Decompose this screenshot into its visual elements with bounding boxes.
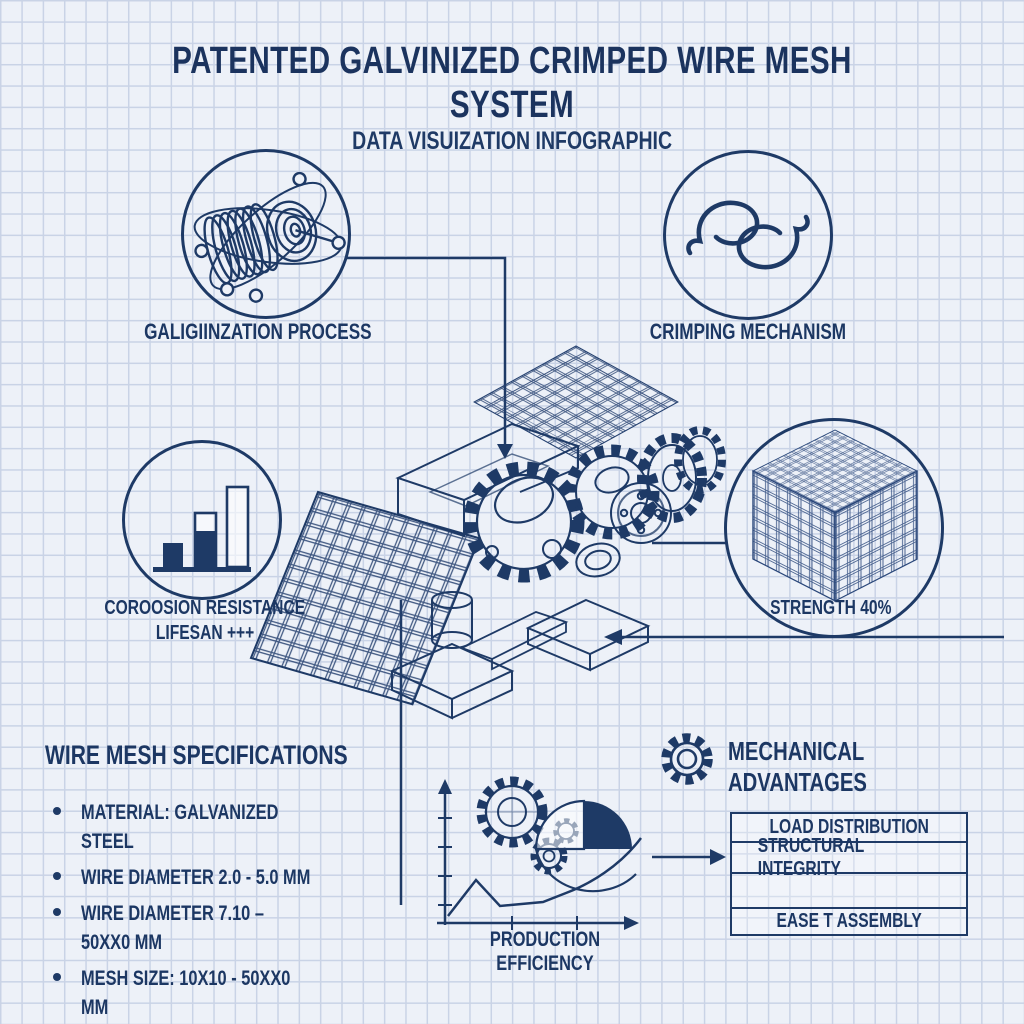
wire-coil-icon — [193, 171, 346, 303]
axis-ticks — [438, 817, 578, 930]
corrosion-node-label: COROOSION RESISTANCE LIFESAN +++ — [104, 597, 306, 644]
bullet-icon — [53, 871, 61, 880]
trend-line — [447, 837, 642, 917]
efficiency-label: PRODUCTION EFFICIENCY — [489, 928, 601, 975]
crimping-node-label: CRIMPING MECHANISM — [649, 319, 847, 344]
axis-arrow-right-icon — [624, 916, 639, 930]
strength-node-label: STRENGTH 40% — [770, 597, 892, 619]
specifications-section: WIRE MESH SPECIFICATIONS MATERIAL: GALVA… — [45, 740, 433, 1024]
galvanization-node-circle — [181, 149, 351, 319]
page-subtitle: DATA VISUIZATION INFOGRAPHIC — [352, 127, 672, 156]
advantages-heading: MECHANICAL ADVANTAGES — [728, 736, 867, 797]
page-title: PATENTED GALVINIZED CRIMPED WIRE MESH SY… — [172, 40, 852, 126]
advantage-row: STRUCTURAL INTEGRITY — [732, 835, 966, 880]
connector-galvanization-to-mesh — [347, 256, 507, 446]
advantages-table: LOAD DISTRIBUTION STRUCTURAL INTEGRITY E… — [730, 812, 968, 936]
top-mesh-sheet — [473, 345, 679, 459]
bullet-icon — [53, 907, 61, 916]
main-gear-icon — [463, 461, 585, 583]
arrow-right-icon — [710, 849, 726, 865]
crimping-node-circle — [663, 150, 833, 320]
specifications-heading: WIRE MESH SPECIFICATIONS — [45, 740, 348, 770]
gear-icon — [661, 733, 713, 785]
header: PATENTED GALVINIZED CRIMPED WIRE MESH SY… — [0, 40, 1024, 156]
arrow-down-icon — [497, 444, 513, 459]
strength-node-circle — [724, 418, 944, 638]
bullet-icon — [53, 972, 61, 981]
crimped-wire-icon — [686, 200, 810, 270]
spec-item: WIRE DIAMETER 7.10 – 50XX0 MM — [45, 900, 433, 958]
advantage-row: EASE T ASSEMBLY — [732, 907, 966, 934]
efficiency-pie-icon — [534, 799, 637, 893]
machine-drawing — [249, 422, 726, 720]
spec-item: MATERIAL: GALVANIZED STEEL — [45, 799, 433, 857]
efficiency-gear-large-icon — [476, 776, 548, 848]
bullet-icon — [53, 807, 61, 815]
spec-item: WIRE DIAMETER 2.0 - 5.0 MM — [45, 864, 433, 893]
specifications-list: MATERIAL: GALVANIZED STEEL WIRE DIAMETER… — [45, 799, 433, 1024]
galvanization-node-label: GALIGIINZATION PROCESS — [144, 319, 372, 344]
advantage-row: LOAD DISTRIBUTION — [769, 816, 929, 838]
right-gears — [637, 426, 726, 523]
production-efficiency-chart — [437, 776, 642, 930]
axis-arrow-up-icon — [438, 779, 452, 794]
spec-item: MESH SIZE: 10X10 - 50XX0 MM — [45, 965, 433, 1023]
corrosion-node-circle — [122, 440, 282, 600]
bar-chart-icon — [153, 485, 251, 572]
advantage-row — [732, 872, 966, 907]
